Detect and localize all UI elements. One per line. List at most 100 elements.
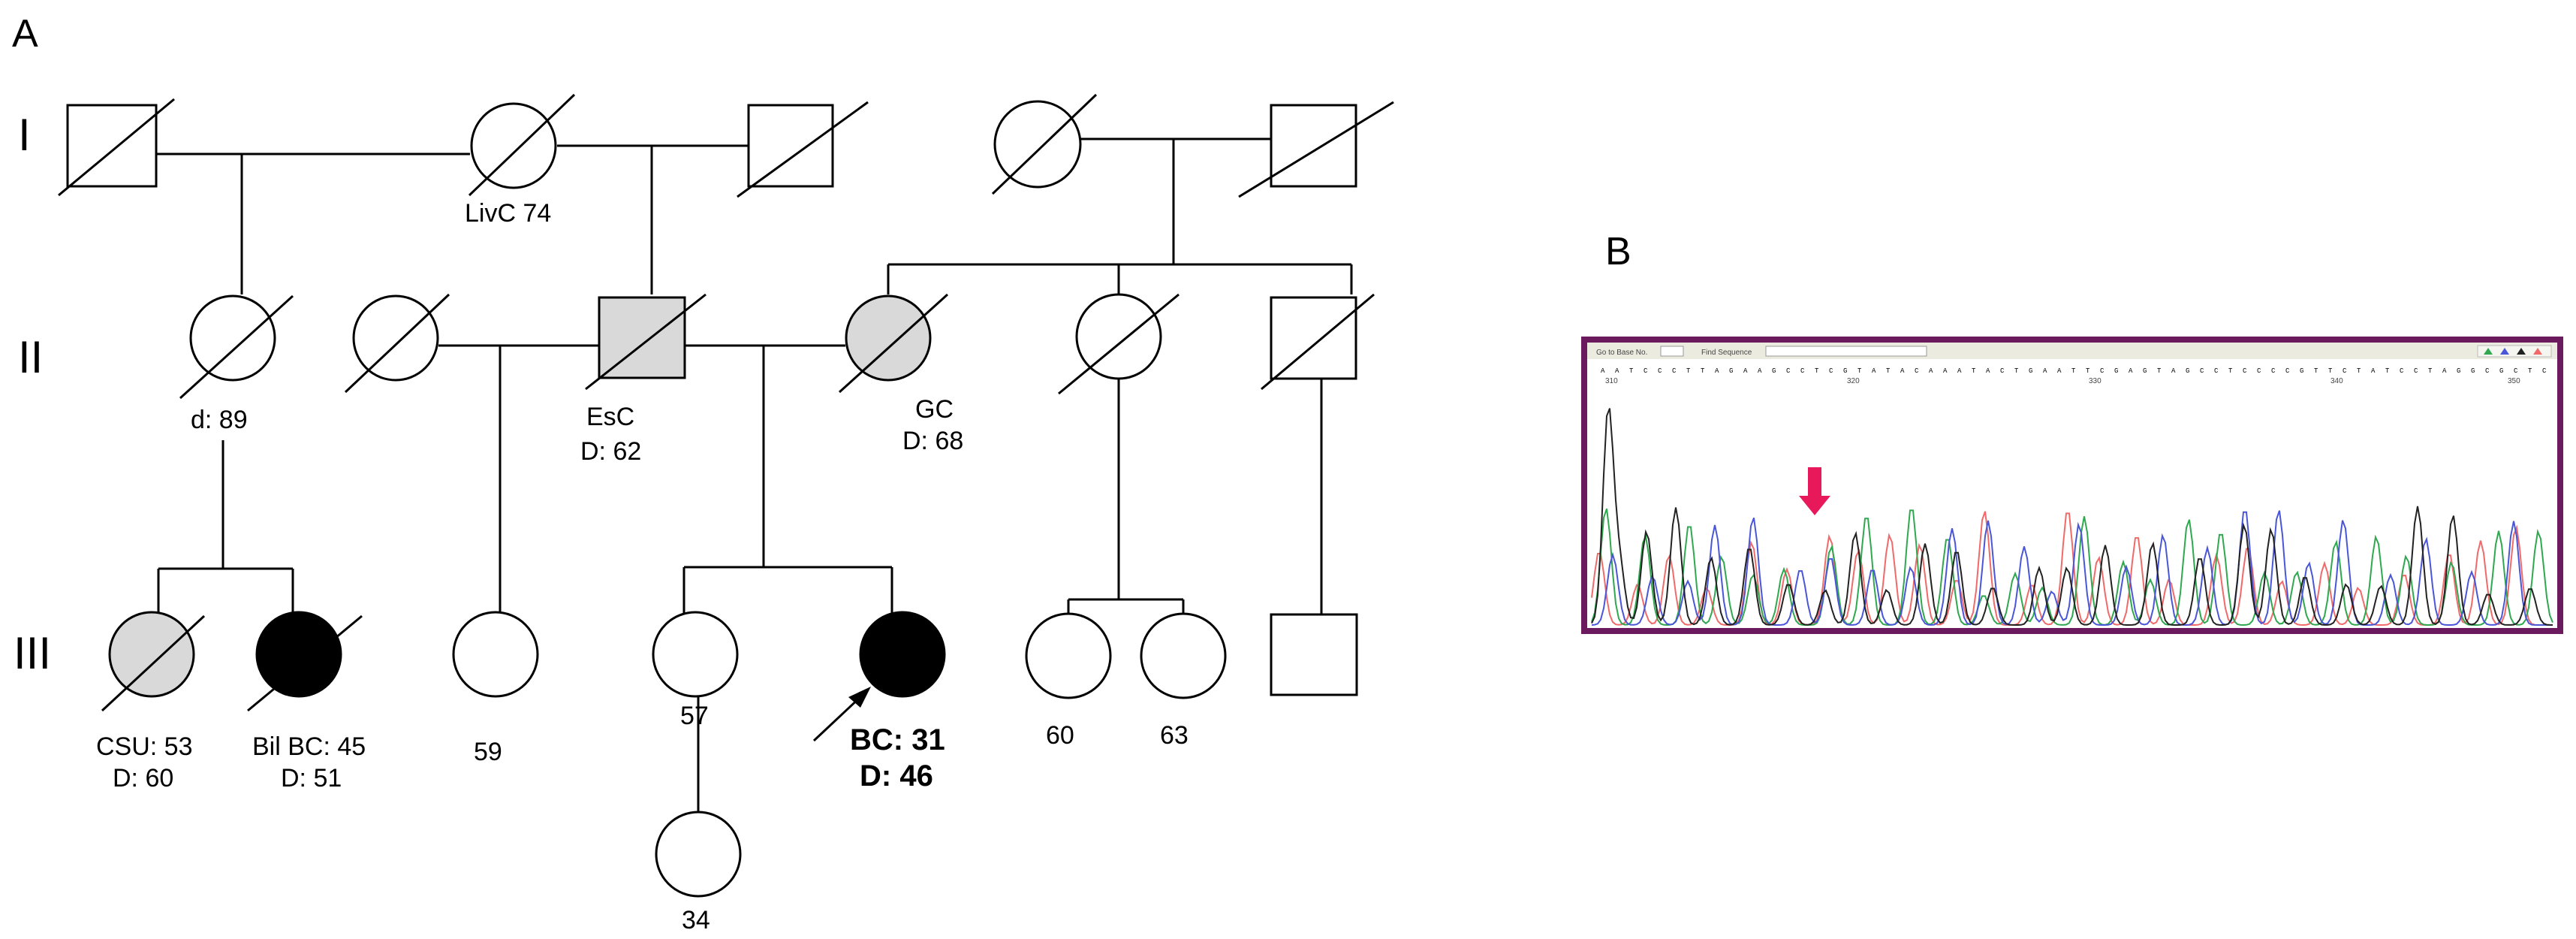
base-call: T: [1972, 367, 1976, 375]
base-call: T: [1629, 367, 1634, 375]
base-call: T: [2014, 367, 2019, 375]
base-call: C: [1644, 367, 1648, 375]
trace-g: [1591, 408, 2553, 627]
base-call: C: [2257, 367, 2261, 375]
gen-i-male-2: [737, 101, 869, 198]
base-call: G: [2300, 367, 2303, 375]
base-call: G: [1729, 367, 1733, 375]
base-call: A: [1758, 367, 1762, 375]
label-proband: BC: 31: [850, 723, 945, 756]
base-call: A: [1743, 367, 1748, 375]
label-csu-death: D: 60: [113, 764, 173, 793]
base-call: C: [2000, 367, 2005, 375]
gen-ii-female-spouse: [344, 293, 450, 394]
toolbar-goto-input[interactable]: [1660, 346, 1684, 357]
base-call: G: [1772, 367, 1776, 375]
base-call: C: [1658, 367, 1662, 375]
base-call: T: [2157, 367, 2162, 375]
gen-i-male-3: [1238, 101, 1394, 198]
base-call: T: [1815, 367, 1819, 375]
base-call: G: [2471, 367, 2475, 375]
ruler-350: 350: [2508, 377, 2520, 385]
gen-iii-proband: [812, 611, 946, 742]
base-call: T: [2357, 367, 2361, 375]
base-call: A: [1929, 367, 1933, 375]
base-call: C: [2514, 367, 2518, 375]
base-call: C: [2271, 367, 2276, 375]
gen-iv-female-34: [655, 811, 742, 898]
label-csu: CSU: 53: [96, 732, 193, 761]
pedigree-lines: [156, 137, 1353, 811]
label-34: 34: [682, 906, 710, 934]
gen-ii-male-2: [1261, 293, 1375, 391]
trace-c: [1591, 510, 2553, 627]
chromatogram-traces: [1591, 408, 2553, 627]
base-call: C: [2414, 367, 2418, 375]
ruler-330: 330: [2089, 377, 2101, 385]
base-call: A: [1986, 367, 1990, 375]
trace-t: [1591, 511, 2553, 627]
gen-iii-female-59: [452, 611, 539, 698]
base-call: T: [2228, 367, 2233, 375]
base-call: T: [1686, 367, 1691, 375]
base-call: C: [1800, 367, 1805, 375]
base-call: C: [2343, 367, 2347, 375]
gen-iii-female-57: [652, 611, 739, 698]
label-59: 59: [474, 738, 502, 766]
chromatogram-panel: Go to Base No. Find Sequence A A T C C C T T A G A…: [1581, 337, 2563, 634]
base-call: C: [1915, 367, 1919, 375]
ruler-320: 320: [1847, 377, 1860, 385]
base-call: T: [2314, 367, 2318, 375]
gen-i-female-1: [468, 93, 576, 197]
generation-iii-label: III: [14, 628, 51, 678]
toolbar-goto-label: Go to Base No.: [1596, 349, 1647, 357]
label-63: 63: [1160, 721, 1189, 750]
base-call: C: [2243, 367, 2247, 375]
gen-iii-female-csu: [101, 611, 206, 712]
base-call: A: [1943, 367, 1948, 375]
mutation-arrow-icon: [1799, 467, 1830, 515]
base-call: A: [2442, 367, 2447, 375]
label-esc-death: D: 62: [580, 437, 641, 466]
base-call: A: [2043, 367, 2047, 375]
gen-i-male-1: [58, 98, 175, 197]
base-call: T: [1886, 367, 1891, 375]
label-livc: LivC 74: [465, 199, 551, 228]
toolbar-trace-icons[interactable]: [2477, 345, 2552, 358]
toolbar-find-label: Find Sequence: [1701, 349, 1752, 357]
base-call: A: [1601, 367, 1605, 375]
ruler-310: 310: [1605, 377, 1618, 385]
base-call: T: [1857, 367, 1862, 375]
trace-g-icon: [2517, 348, 2526, 355]
label-60: 60: [1046, 721, 1074, 750]
base-call: T: [1701, 367, 1705, 375]
generation-ii-label: II: [18, 332, 43, 382]
base-call: A: [1900, 367, 1905, 375]
trace-a-icon: [2484, 348, 2493, 355]
base-call: G: [2143, 367, 2147, 375]
generation-i-label: I: [18, 110, 31, 160]
toolbar-find-input[interactable]: [1765, 346, 1927, 357]
panel-b-letter: B: [1605, 230, 1631, 273]
base-call: A: [2057, 367, 2062, 375]
gen-iii-male: [1270, 613, 1358, 696]
label-proband-death: D: 46: [860, 759, 933, 793]
base-call: C: [1786, 367, 1791, 375]
gen-ii-female-gc: [838, 293, 949, 394]
base-call: G: [2457, 367, 2460, 375]
base-call: G: [1843, 367, 1847, 375]
gen-ii-female-2: [1058, 293, 1180, 395]
base-call: A: [1615, 367, 1619, 375]
base-call: G: [2114, 367, 2118, 375]
base-call: C: [2542, 367, 2547, 375]
label-bilbc: Bil BC: 45: [252, 732, 366, 761]
base-call: G: [2029, 367, 2032, 375]
trace-c-icon: [2500, 348, 2509, 355]
base-call: C: [1672, 367, 1677, 375]
base-call: A: [1957, 367, 1962, 375]
base-call: G: [2186, 367, 2189, 375]
gen-i-female-2: [991, 93, 1098, 195]
base-call: T: [2528, 367, 2532, 375]
